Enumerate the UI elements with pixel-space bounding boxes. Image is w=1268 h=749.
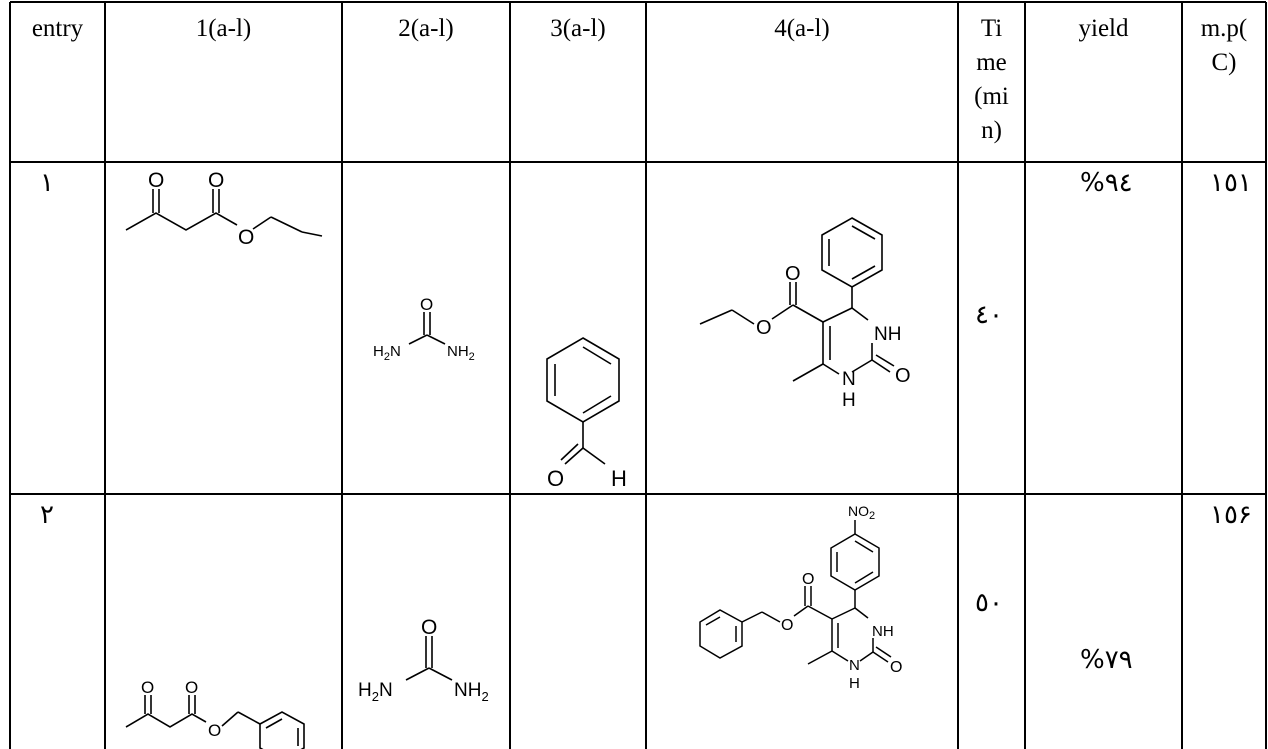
header-col2: 2(a-l): [398, 15, 454, 42]
atom-o: O: [148, 169, 164, 192]
structure-product-4a: O O NH N H O: [699, 217, 911, 411]
header-yield: yield: [1078, 15, 1129, 42]
atom-h: H: [611, 466, 627, 490]
atom-nh: NH: [872, 623, 894, 640]
row2-yield: %٧٩: [1080, 645, 1133, 675]
atom-n: N: [842, 369, 856, 390]
header-time-line1: Ti: [980, 15, 1003, 42]
header-time-line4: n): [981, 117, 1002, 144]
row1-mp: ١٥١: [1210, 168, 1252, 198]
atom-o: O: [420, 295, 433, 314]
row1-yield: %٩٤: [1080, 168, 1133, 198]
header-col4: 4(a-l): [774, 15, 830, 42]
header-time-line3: (mi: [974, 83, 1009, 110]
header-col1: 1(a-l): [195, 15, 252, 42]
atom-h: H: [842, 390, 856, 411]
header-time-line2: me: [976, 49, 1007, 76]
atom-o: O: [895, 365, 911, 387]
structure-urea: O H2N NH2: [373, 295, 475, 363]
atom-o: O: [421, 616, 437, 639]
structure-benzyl-acetoacetate: O O O: [125, 678, 305, 749]
atom-h2n: H2N: [358, 680, 393, 704]
atom-o: O: [781, 617, 793, 634]
atom-h: H: [849, 675, 860, 692]
atom-o: O: [802, 571, 814, 588]
structure-product-nitro: NO2 O O NH N H O: [699, 503, 902, 692]
structure-urea-2: O H2N NH2: [358, 616, 489, 704]
atom-o: O: [141, 678, 154, 697]
atom-o: O: [208, 169, 224, 192]
atom-o: O: [547, 466, 564, 490]
row1-entry: ١: [40, 168, 54, 198]
header-col3: 3(a-l): [550, 15, 606, 42]
atom-h2n: H2N: [373, 343, 401, 363]
row2-entry: ٢: [40, 500, 54, 530]
atom-o: O: [890, 659, 902, 676]
row2-mp: ١٥۶: [1210, 500, 1252, 530]
structure-ethyl-acetoacetate: O O O: [125, 169, 323, 249]
atom-o: O: [185, 678, 198, 697]
row2-time: ٥٠: [975, 588, 1003, 618]
atom-nh2: NH2: [454, 680, 489, 704]
atom-o: O: [785, 263, 801, 285]
atom-o: O: [238, 226, 254, 249]
header-mp-line2: C): [1211, 49, 1237, 76]
atom-n: N: [849, 657, 860, 674]
atom-nh: NH: [874, 324, 901, 345]
atom-o: O: [208, 721, 221, 740]
atom-nh2: NH2: [447, 343, 475, 363]
row1-time: ٤٠: [975, 300, 1003, 330]
atom-o: O: [756, 317, 772, 339]
header-mp-line1: m.p(: [1200, 15, 1248, 42]
header-entry: entry: [31, 15, 84, 42]
structure-benzaldehyde: O H: [546, 337, 627, 490]
atom-no2: NO2: [848, 503, 875, 522]
